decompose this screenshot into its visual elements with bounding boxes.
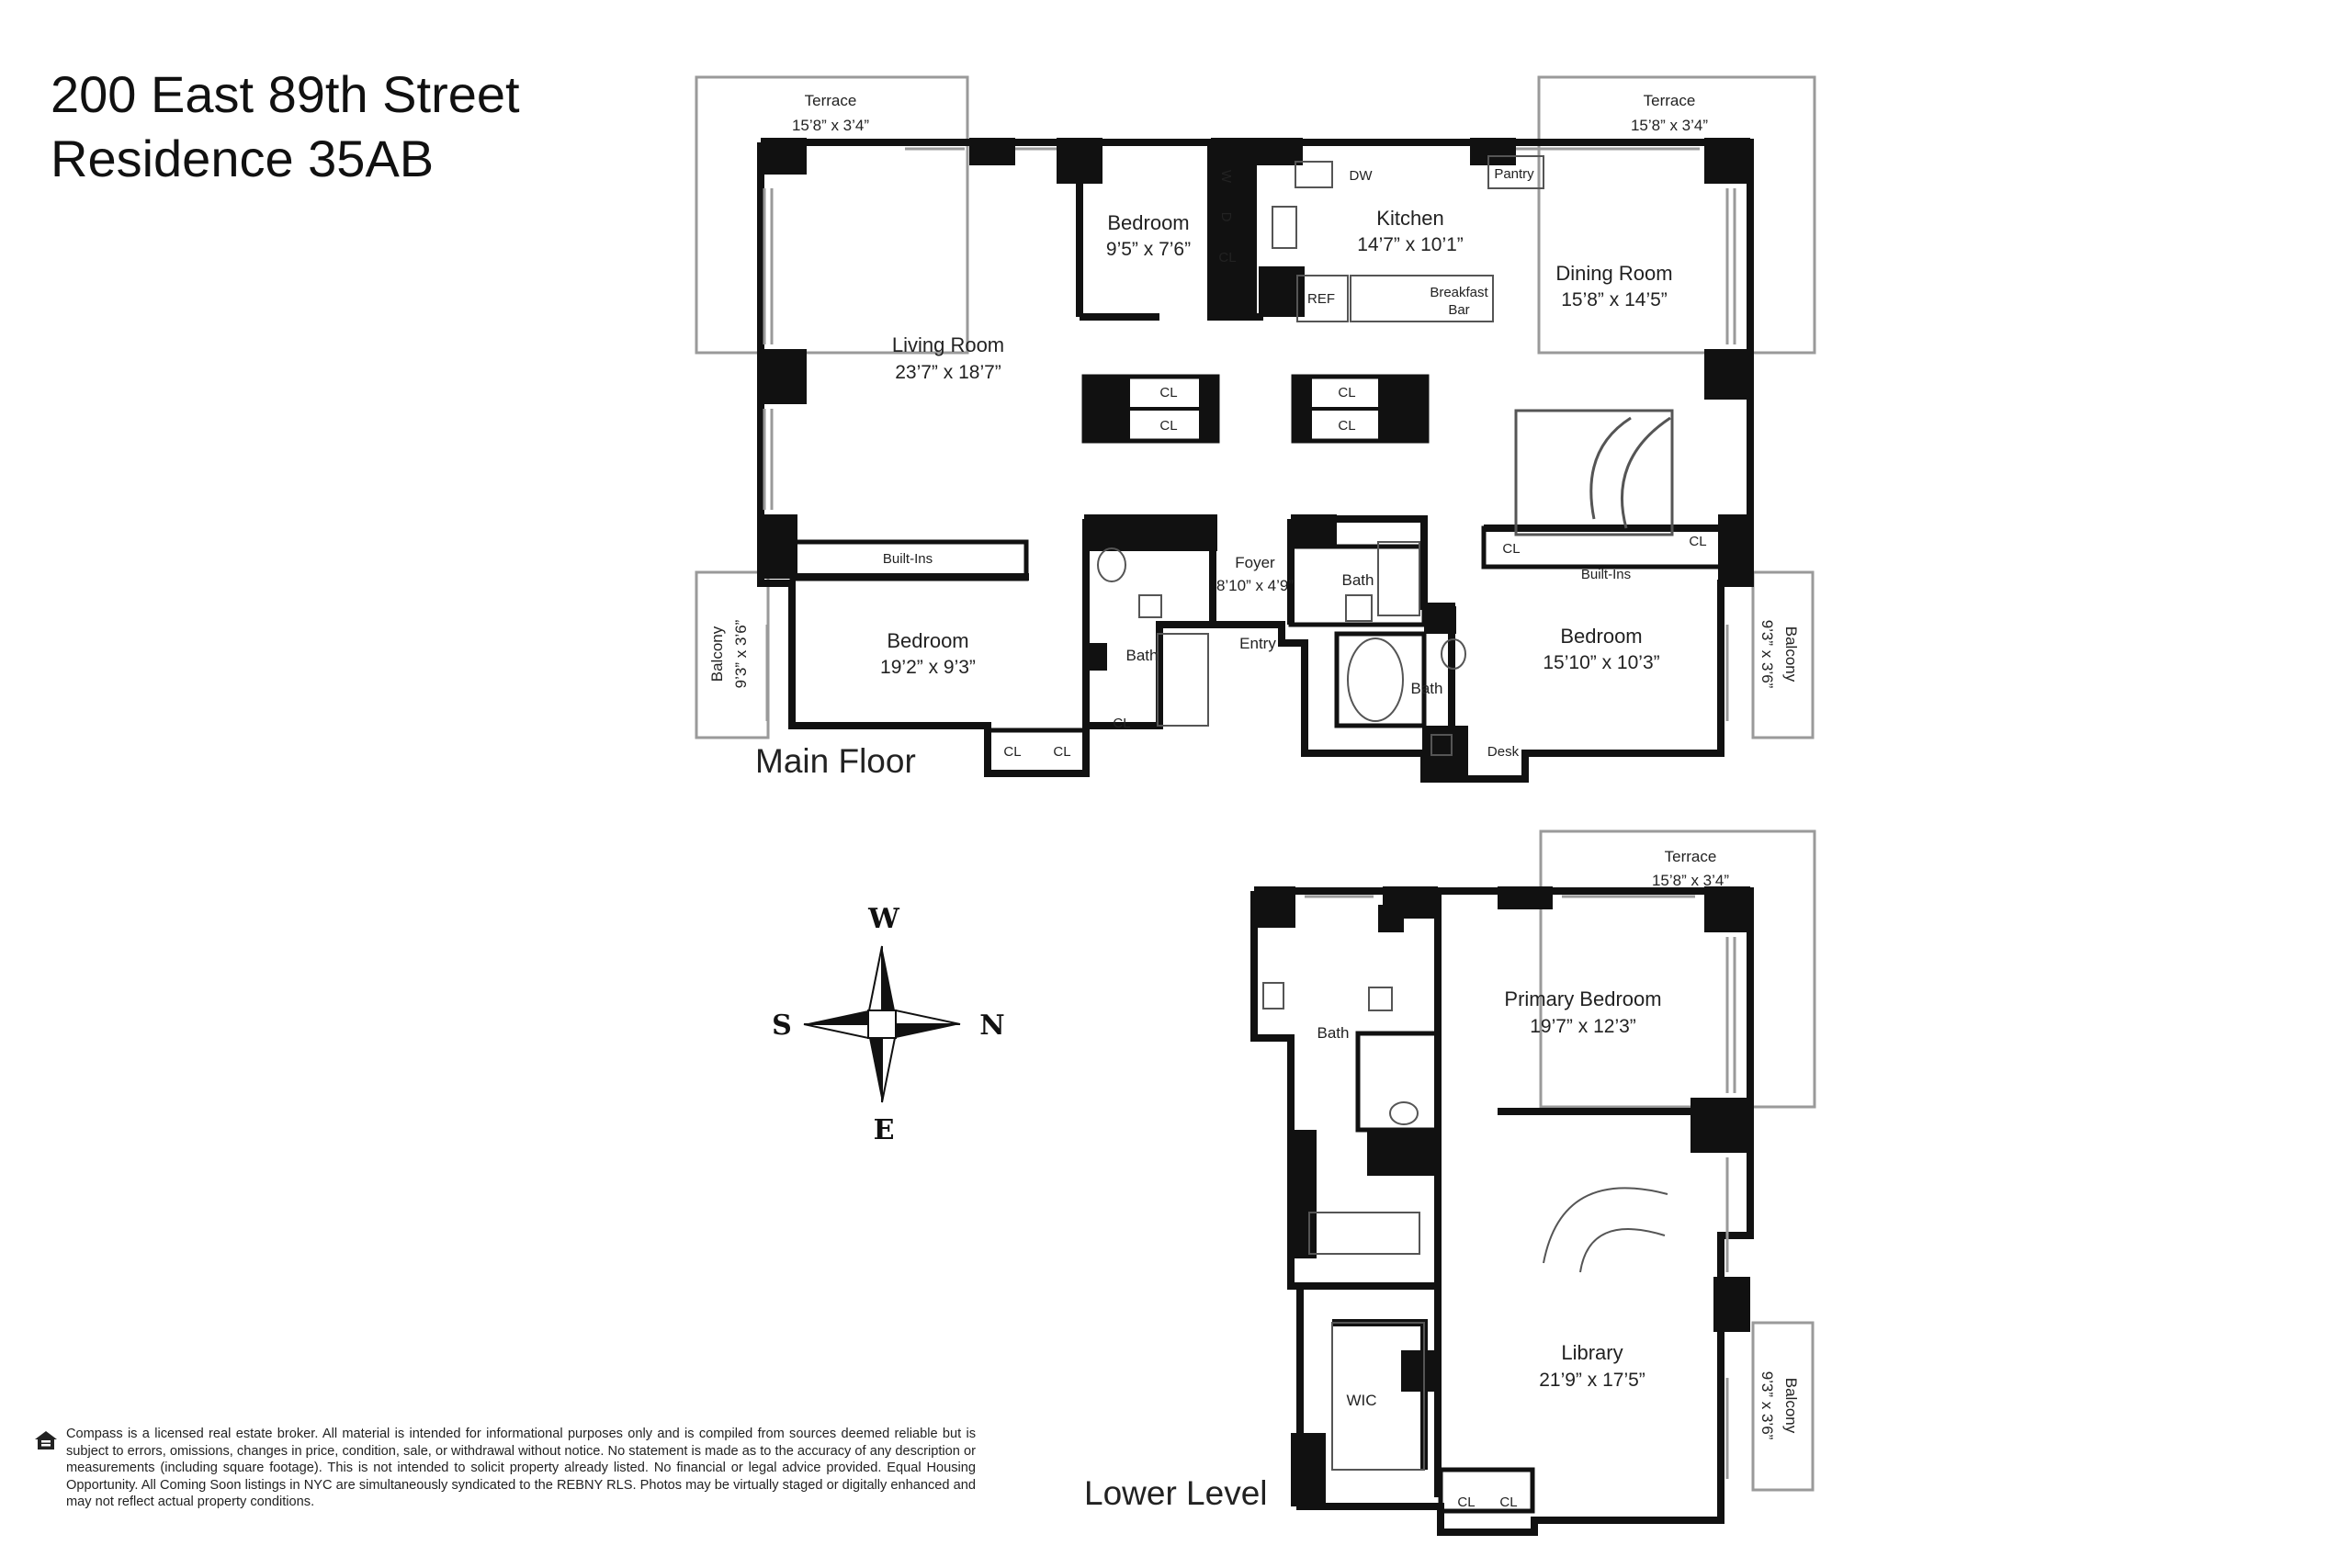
closet-label: CL <box>1218 250 1236 265</box>
address-title: 200 East 89th Street <box>51 65 520 123</box>
bedroom-small-dim: 9’5” x 7’6” <box>1106 239 1191 260</box>
balcony-right-name: Balcony <box>1782 626 1800 682</box>
lower-level-labels: Terrace 15’8” x 3’4” Primary Bedroom 19’… <box>1317 848 1800 1510</box>
living-room-dim: 23’7” x 18’7” <box>895 362 1001 383</box>
bedroom-right-name: Bedroom <box>1560 625 1642 648</box>
terrace-left-outline <box>695 75 969 355</box>
closet-label: CL <box>1457 1495 1475 1510</box>
wic-label: WIC <box>1346 1392 1376 1409</box>
kitchen-dim: 14’7” x 10’1” <box>1357 234 1464 255</box>
closet-label: CL <box>1159 385 1177 400</box>
bedroom-left-dim: 19’2” x 9’3” <box>880 657 976 678</box>
dishwasher-label: DW <box>1350 168 1374 184</box>
bath-center-label: Bath <box>1342 571 1374 589</box>
breakfast-label: Breakfast <box>1430 285 1488 300</box>
terrace-right-outline <box>1537 75 1816 355</box>
library-dim: 21’9” x 17’5” <box>1539 1370 1645 1391</box>
kitchen-name: Kitchen <box>1376 207 1443 230</box>
terrace-lower-outline <box>1539 829 1816 1109</box>
built-ins-left-label: Built-Ins <box>883 551 933 567</box>
bedroom-small-name: Bedroom <box>1107 211 1189 234</box>
terrace-lower-dim: 15’8” x 3’4” <box>1652 872 1729 889</box>
legal-disclaimer: Compass is a licensed real estate broker… <box>66 1427 976 1509</box>
terrace-right-dim: 15’8” x 3’4” <box>1631 117 1708 134</box>
bath-left-label: Bath <box>1126 647 1159 664</box>
closet-label: CL <box>1003 744 1021 760</box>
closet-label: CL <box>1338 385 1355 400</box>
compass-south: S <box>772 1010 792 1042</box>
closet-label: CL <box>1689 534 1706 549</box>
closet-label: CL <box>1113 716 1130 731</box>
balcony-lower-name: Balcony <box>1782 1378 1800 1434</box>
ref-label: REF <box>1307 291 1335 307</box>
main-floor-labels: Terrace 15’8” x 3’4” Terrace 15’8” x 3’4… <box>708 92 1800 760</box>
balcony-right-outline <box>1751 570 1815 739</box>
bath-lower-label: Bath <box>1317 1024 1350 1042</box>
foyer-name: Foyer <box>1235 554 1275 571</box>
balcony-left-name: Balcony <box>708 626 726 682</box>
breakfast-bar-label: Bar <box>1448 302 1469 318</box>
lower-level-label: Lower Level <box>1084 1474 1268 1512</box>
dining-room-name: Dining Room <box>1555 262 1672 285</box>
terrace-left-name: Terrace <box>805 92 857 109</box>
dryer-label: D <box>1218 212 1234 222</box>
main-floor-label: Main Floor <box>755 742 916 780</box>
entry-label: Entry <box>1239 635 1276 652</box>
primary-bedroom-name: Primary Bedroom <box>1504 987 1661 1010</box>
primary-bedroom-dim: 19’7” x 12’3” <box>1530 1016 1636 1037</box>
balcony-lower-outline <box>1751 1321 1815 1492</box>
desk-label: Desk <box>1487 744 1520 760</box>
compass-east: E <box>874 1114 895 1146</box>
compass-west: W <box>867 903 900 935</box>
balcony-lower-dim: 9’3” x 3’6” <box>1758 1371 1776 1440</box>
closet-label: CL <box>1159 418 1177 434</box>
bedroom-right-dim: 15’10” x 10’3” <box>1543 652 1659 673</box>
equal-housing-icon <box>35 1431 57 1450</box>
compass-north: N <box>979 1010 1004 1042</box>
main-floor-walls <box>757 138 1754 783</box>
terrace-right-name: Terrace <box>1644 92 1696 109</box>
living-room-name: Living Room <box>892 333 1004 356</box>
washer-label: W <box>1218 170 1234 184</box>
bath-right-label: Bath <box>1411 680 1443 697</box>
built-ins-right-label: Built-Ins <box>1581 567 1631 582</box>
terrace-left-dim: 15’8” x 3’4” <box>792 117 869 134</box>
balcony-left-dim: 9’3” x 3’6” <box>732 619 750 688</box>
closet-label: CL <box>1499 1495 1517 1510</box>
bedroom-left-name: Bedroom <box>887 629 968 652</box>
library-name: Library <box>1561 1341 1623 1364</box>
lower-level-walls <box>1250 886 1754 1536</box>
balcony-right-dim: 9’3” x 3’6” <box>1758 620 1776 689</box>
closet-label: CL <box>1338 418 1355 434</box>
residence-title: Residence 35AB <box>51 130 435 187</box>
closet-label: CL <box>1053 744 1070 760</box>
foyer-dim: 8’10” x 4’9” <box>1216 577 1294 594</box>
compass-rose <box>803 945 961 1103</box>
dining-room-dim: 15’8” x 14’5” <box>1561 289 1668 310</box>
pantry-label: Pantry <box>1494 166 1534 182</box>
closet-label: CL <box>1502 541 1520 557</box>
terrace-lower-name: Terrace <box>1665 848 1717 865</box>
